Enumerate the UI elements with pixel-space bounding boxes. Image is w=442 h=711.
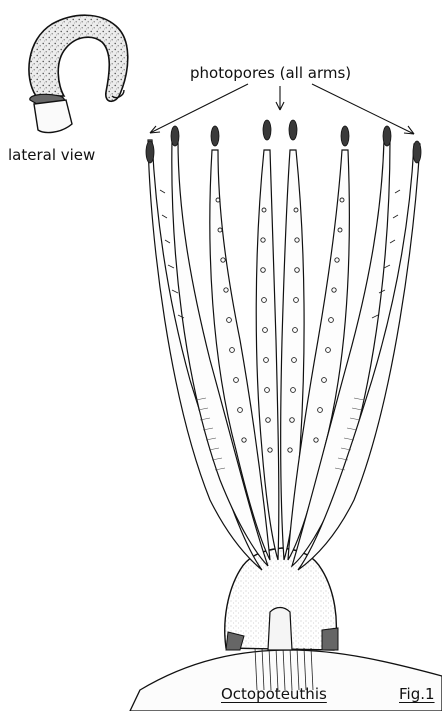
photopore-tips xyxy=(146,120,421,163)
genus-label: Octopoteuthis xyxy=(221,685,327,703)
lateral-view-label: lateral view xyxy=(8,146,95,164)
figure-number: Fig.1 xyxy=(399,685,435,703)
head xyxy=(225,548,338,650)
arms xyxy=(148,140,420,570)
lateral-view-photophore xyxy=(29,15,128,132)
label-arrows xyxy=(150,84,414,134)
photopores-label: photopores (all arms) xyxy=(190,64,351,82)
